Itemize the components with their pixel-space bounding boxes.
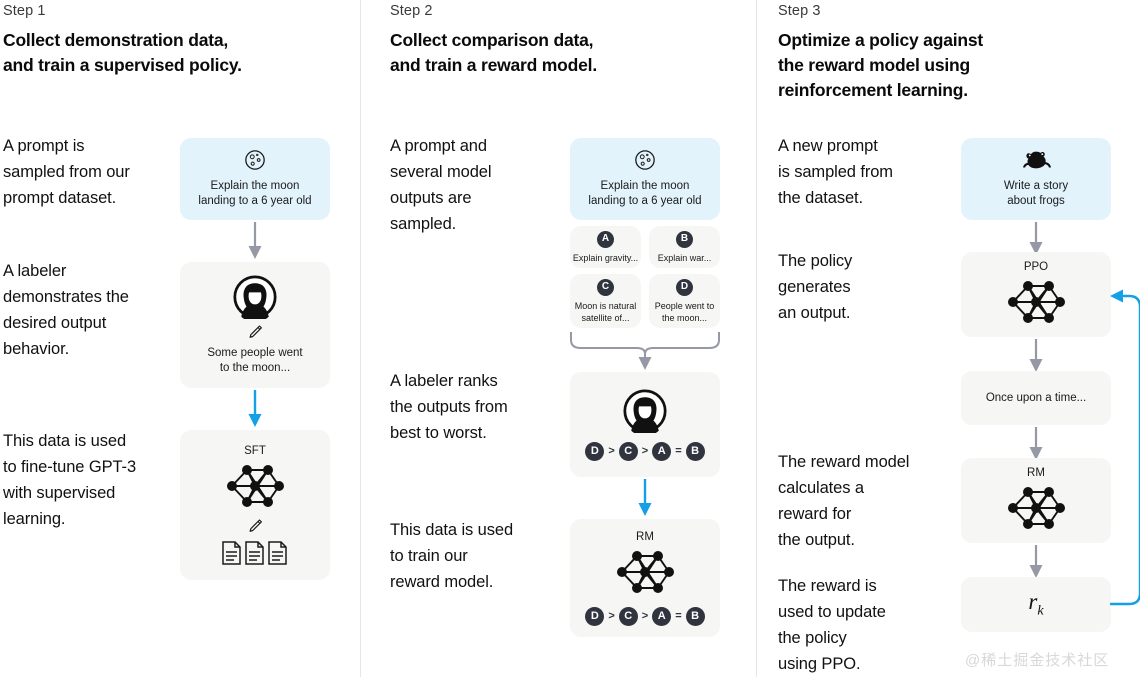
step-1-column: Step 1 Collect demonstration data, and t…	[0, 0, 360, 677]
step-2-output-card-b[interactable]: B Explain war...	[649, 226, 720, 268]
neural-network-icon	[1003, 481, 1069, 535]
neural-network-icon	[1003, 275, 1069, 329]
step-2-output-card-c[interactable]: C Moon is natural satellite of...	[570, 274, 641, 328]
step-1-arrow-1	[248, 222, 262, 259]
step-3-arrow-2	[1029, 339, 1043, 372]
step-3-rm-model-card[interactable]: RM	[961, 458, 1111, 543]
labeler-avatar-icon	[623, 388, 667, 436]
frog-icon	[1021, 149, 1051, 171]
moon-icon	[634, 149, 656, 171]
step-3-arrow-3	[1029, 427, 1043, 460]
step-2-rm-model-card[interactable]: RM	[570, 519, 720, 637]
rank-operator-3: =	[675, 445, 682, 457]
step-2-paragraph-3: This data is used to train our reward mo…	[390, 521, 514, 591]
step-1-arrow-2	[248, 390, 262, 427]
step-2-prompt-card[interactable]: Explain the moon landing to a 6 year old	[570, 138, 720, 220]
step-1-sft-model-card[interactable]: SFT	[180, 430, 330, 580]
step-3-label: Step 3	[778, 3, 821, 19]
step-2-ranking-row: D > C > A = B	[585, 441, 705, 461]
step-3-arrow-4	[1029, 545, 1043, 578]
step-3-paragraph-4: The reward is used to update the policy …	[778, 577, 886, 673]
rank-badge-4: B	[685, 606, 705, 626]
output-badge-a: A	[597, 230, 614, 248]
step-3-paragraph-3: The reward model calculates a reward for…	[778, 453, 910, 549]
moon-icon	[244, 149, 266, 171]
step-2-paragraph-1: A prompt and several model outputs are s…	[390, 137, 492, 233]
step-3-prompt-card[interactable]: Write a story about frogs	[961, 138, 1111, 220]
pencil-icon	[246, 517, 264, 535]
output-text-b: Explain war...	[657, 252, 712, 263]
neural-network-icon	[612, 545, 678, 599]
output-badge-b: B	[676, 230, 693, 248]
column-divider-1	[360, 0, 361, 677]
column-divider-2	[756, 0, 757, 677]
labeler-avatar-icon	[233, 274, 277, 322]
step-1-demo-text: Some people went to the moon...	[207, 346, 303, 374]
step-1-paragraph-2: A labeler demonstrates the desired outpu…	[3, 262, 129, 358]
step-3-paragraph-1: A new prompt is sampled from the dataset…	[778, 137, 893, 207]
step-3-ppo-title: PPO	[1023, 260, 1049, 273]
site-watermark: @稀土掘金技术社区	[965, 652, 1110, 669]
step-2-output-card-a[interactable]: A Explain gravity...	[570, 226, 641, 268]
rank-badge-2: C	[618, 441, 638, 461]
step-3-title: Optimize a policy against the reward mod…	[778, 30, 984, 100]
documents-icon	[221, 540, 289, 566]
step-2-merge-arrow	[570, 332, 720, 370]
step-2-arrow-blue	[638, 479, 652, 516]
pencil-icon	[246, 323, 264, 341]
rank-operator-3: =	[675, 610, 682, 622]
step-3-output-text: Once upon a time...	[985, 391, 1087, 404]
step-2-ranking-card[interactable]: D > C > A = B	[570, 372, 720, 477]
step-3-rm-title: RM	[1027, 466, 1045, 479]
rank-badge-1: D	[585, 441, 605, 461]
step-1-labeler-demo-card[interactable]: Some people went to the moon...	[180, 262, 330, 388]
step-2-paragraph-2: A labeler ranks the outputs from best to…	[390, 372, 508, 442]
rank-badge-4: B	[685, 441, 705, 461]
rank-badge-3: A	[652, 441, 672, 461]
rank-operator-1: >	[608, 610, 615, 622]
step-2-prompt-text: Explain the moon landing to a 6 year old	[588, 180, 702, 207]
reward-formula-subscript: k	[1037, 603, 1044, 619]
step-1-paragraph-3: This data is used to fine-tune GPT-3 wit…	[3, 432, 137, 528]
rank-badge-3: A	[652, 606, 672, 626]
step-3-generated-output-card[interactable]: Once upon a time...	[961, 371, 1111, 425]
rank-operator-2: >	[641, 610, 649, 622]
output-badge-c: C	[597, 278, 614, 296]
step-3-paragraph-2: The policy generates an output.	[778, 252, 853, 322]
step-3-arrow-1	[1029, 222, 1043, 255]
step-1-prompt-text: Explain the moon landing to a 6 year old	[198, 180, 312, 207]
step-2-output-card-d[interactable]: D People went to the moon...	[649, 274, 720, 328]
step-3-column: Step 3 Optimize a policy against the rew…	[757, 0, 1140, 677]
rank-operator-1: >	[608, 445, 615, 457]
step-1-label: Step 1	[3, 3, 46, 19]
step-3-ppo-model-card[interactable]: PPO	[961, 252, 1111, 337]
rank-badge-1: D	[585, 606, 605, 626]
step-2-title: Collect comparison data, and train a rew…	[390, 30, 597, 75]
step-1-paragraph-1: A prompt is sampled from our prompt data…	[3, 137, 130, 207]
step-2-column: Step 2 Collect comparison data, and trai…	[361, 0, 756, 677]
step-2-rm-title: RM	[636, 530, 654, 543]
rank-badge-2: C	[618, 606, 638, 626]
step-1-prompt-card[interactable]: Explain the moon landing to a 6 year old	[180, 138, 330, 220]
output-text-d: People went to the moon...	[654, 300, 715, 323]
output-badge-d: D	[676, 278, 693, 296]
step-3-feedback-loop-arrow	[1109, 289, 1140, 606]
step-3-prompt-text: Write a story about frogs	[1003, 180, 1069, 207]
rank-operator-2: >	[641, 445, 649, 457]
neural-network-icon	[222, 459, 288, 513]
step-2-rm-ranking-row: D > C > A = B	[585, 606, 705, 626]
output-text-a: Explain gravity...	[572, 252, 639, 263]
output-text-c: Moon is natural satellite of...	[574, 300, 637, 323]
reward-formula-base: r	[1028, 589, 1038, 615]
step-3-reward-value-card[interactable]: rk	[961, 577, 1111, 632]
reward-formula: rk	[1028, 589, 1043, 620]
step-2-label: Step 2	[390, 3, 433, 19]
step-1-title: Collect demonstration data, and train a …	[3, 30, 242, 75]
step-1-sft-title: SFT	[244, 444, 266, 457]
